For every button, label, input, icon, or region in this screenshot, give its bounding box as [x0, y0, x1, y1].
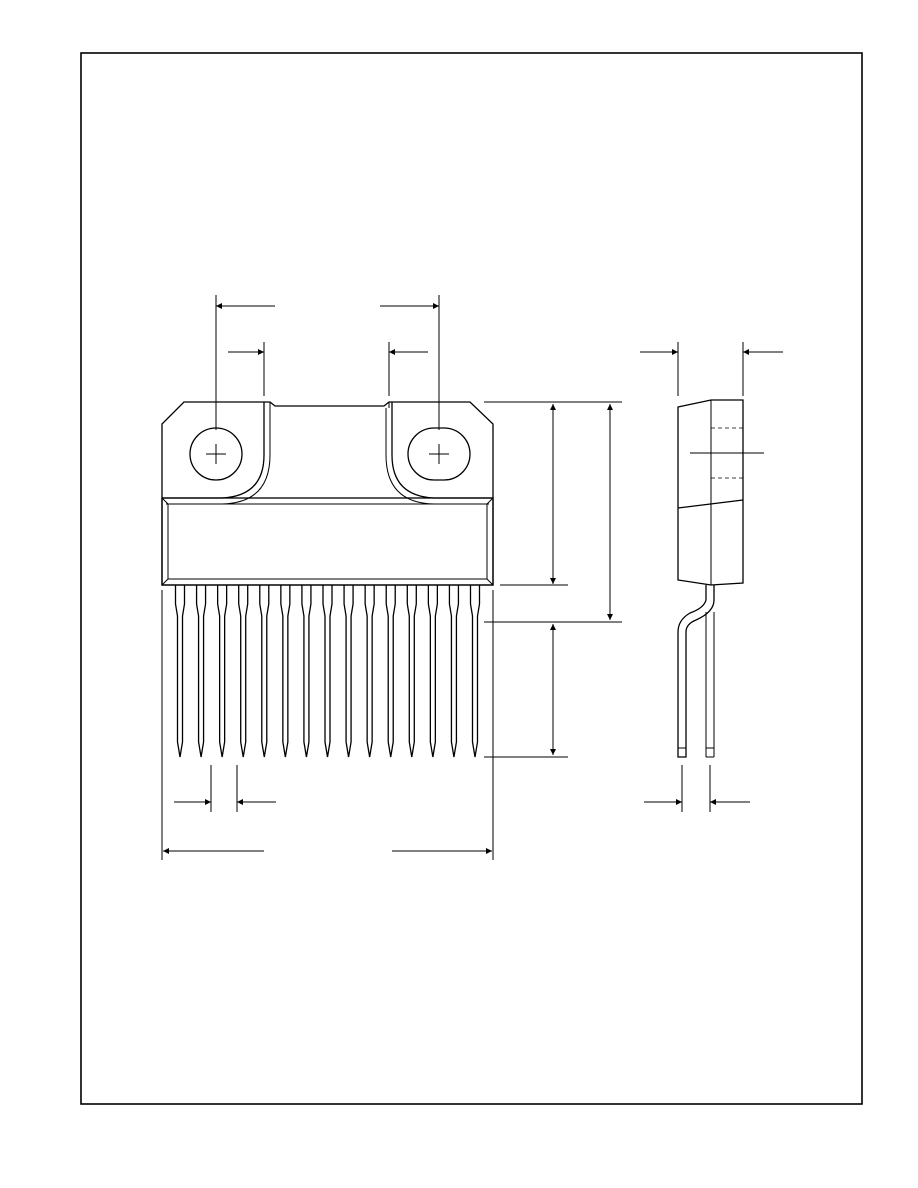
pin-group — [174, 585, 481, 758]
pin-1 — [174, 585, 186, 758]
pin-2 — [195, 585, 207, 758]
pin-12 — [406, 585, 417, 758]
front-view — [161, 295, 622, 860]
pin-3 — [216, 585, 228, 758]
right-tab-relief — [391, 402, 493, 499]
pin-10 — [364, 585, 375, 758]
pin-11 — [385, 585, 396, 758]
left-tab-relief — [162, 402, 265, 499]
page-border — [80, 52, 863, 1105]
side-body-split — [677, 499, 744, 509]
pin-8 — [322, 585, 333, 758]
pin-4 — [238, 585, 249, 758]
side-view — [640, 342, 783, 812]
pin-6 — [280, 585, 291, 758]
pin-14 — [448, 585, 460, 758]
pin-5 — [259, 585, 270, 758]
package-body — [161, 497, 494, 586]
side-lead-bend — [677, 585, 715, 758]
pin-9 — [343, 585, 354, 758]
pin-13 — [427, 585, 439, 758]
pin-15 — [469, 585, 481, 758]
mounting-tab-outline — [161, 401, 494, 586]
pin-7 — [301, 585, 312, 758]
